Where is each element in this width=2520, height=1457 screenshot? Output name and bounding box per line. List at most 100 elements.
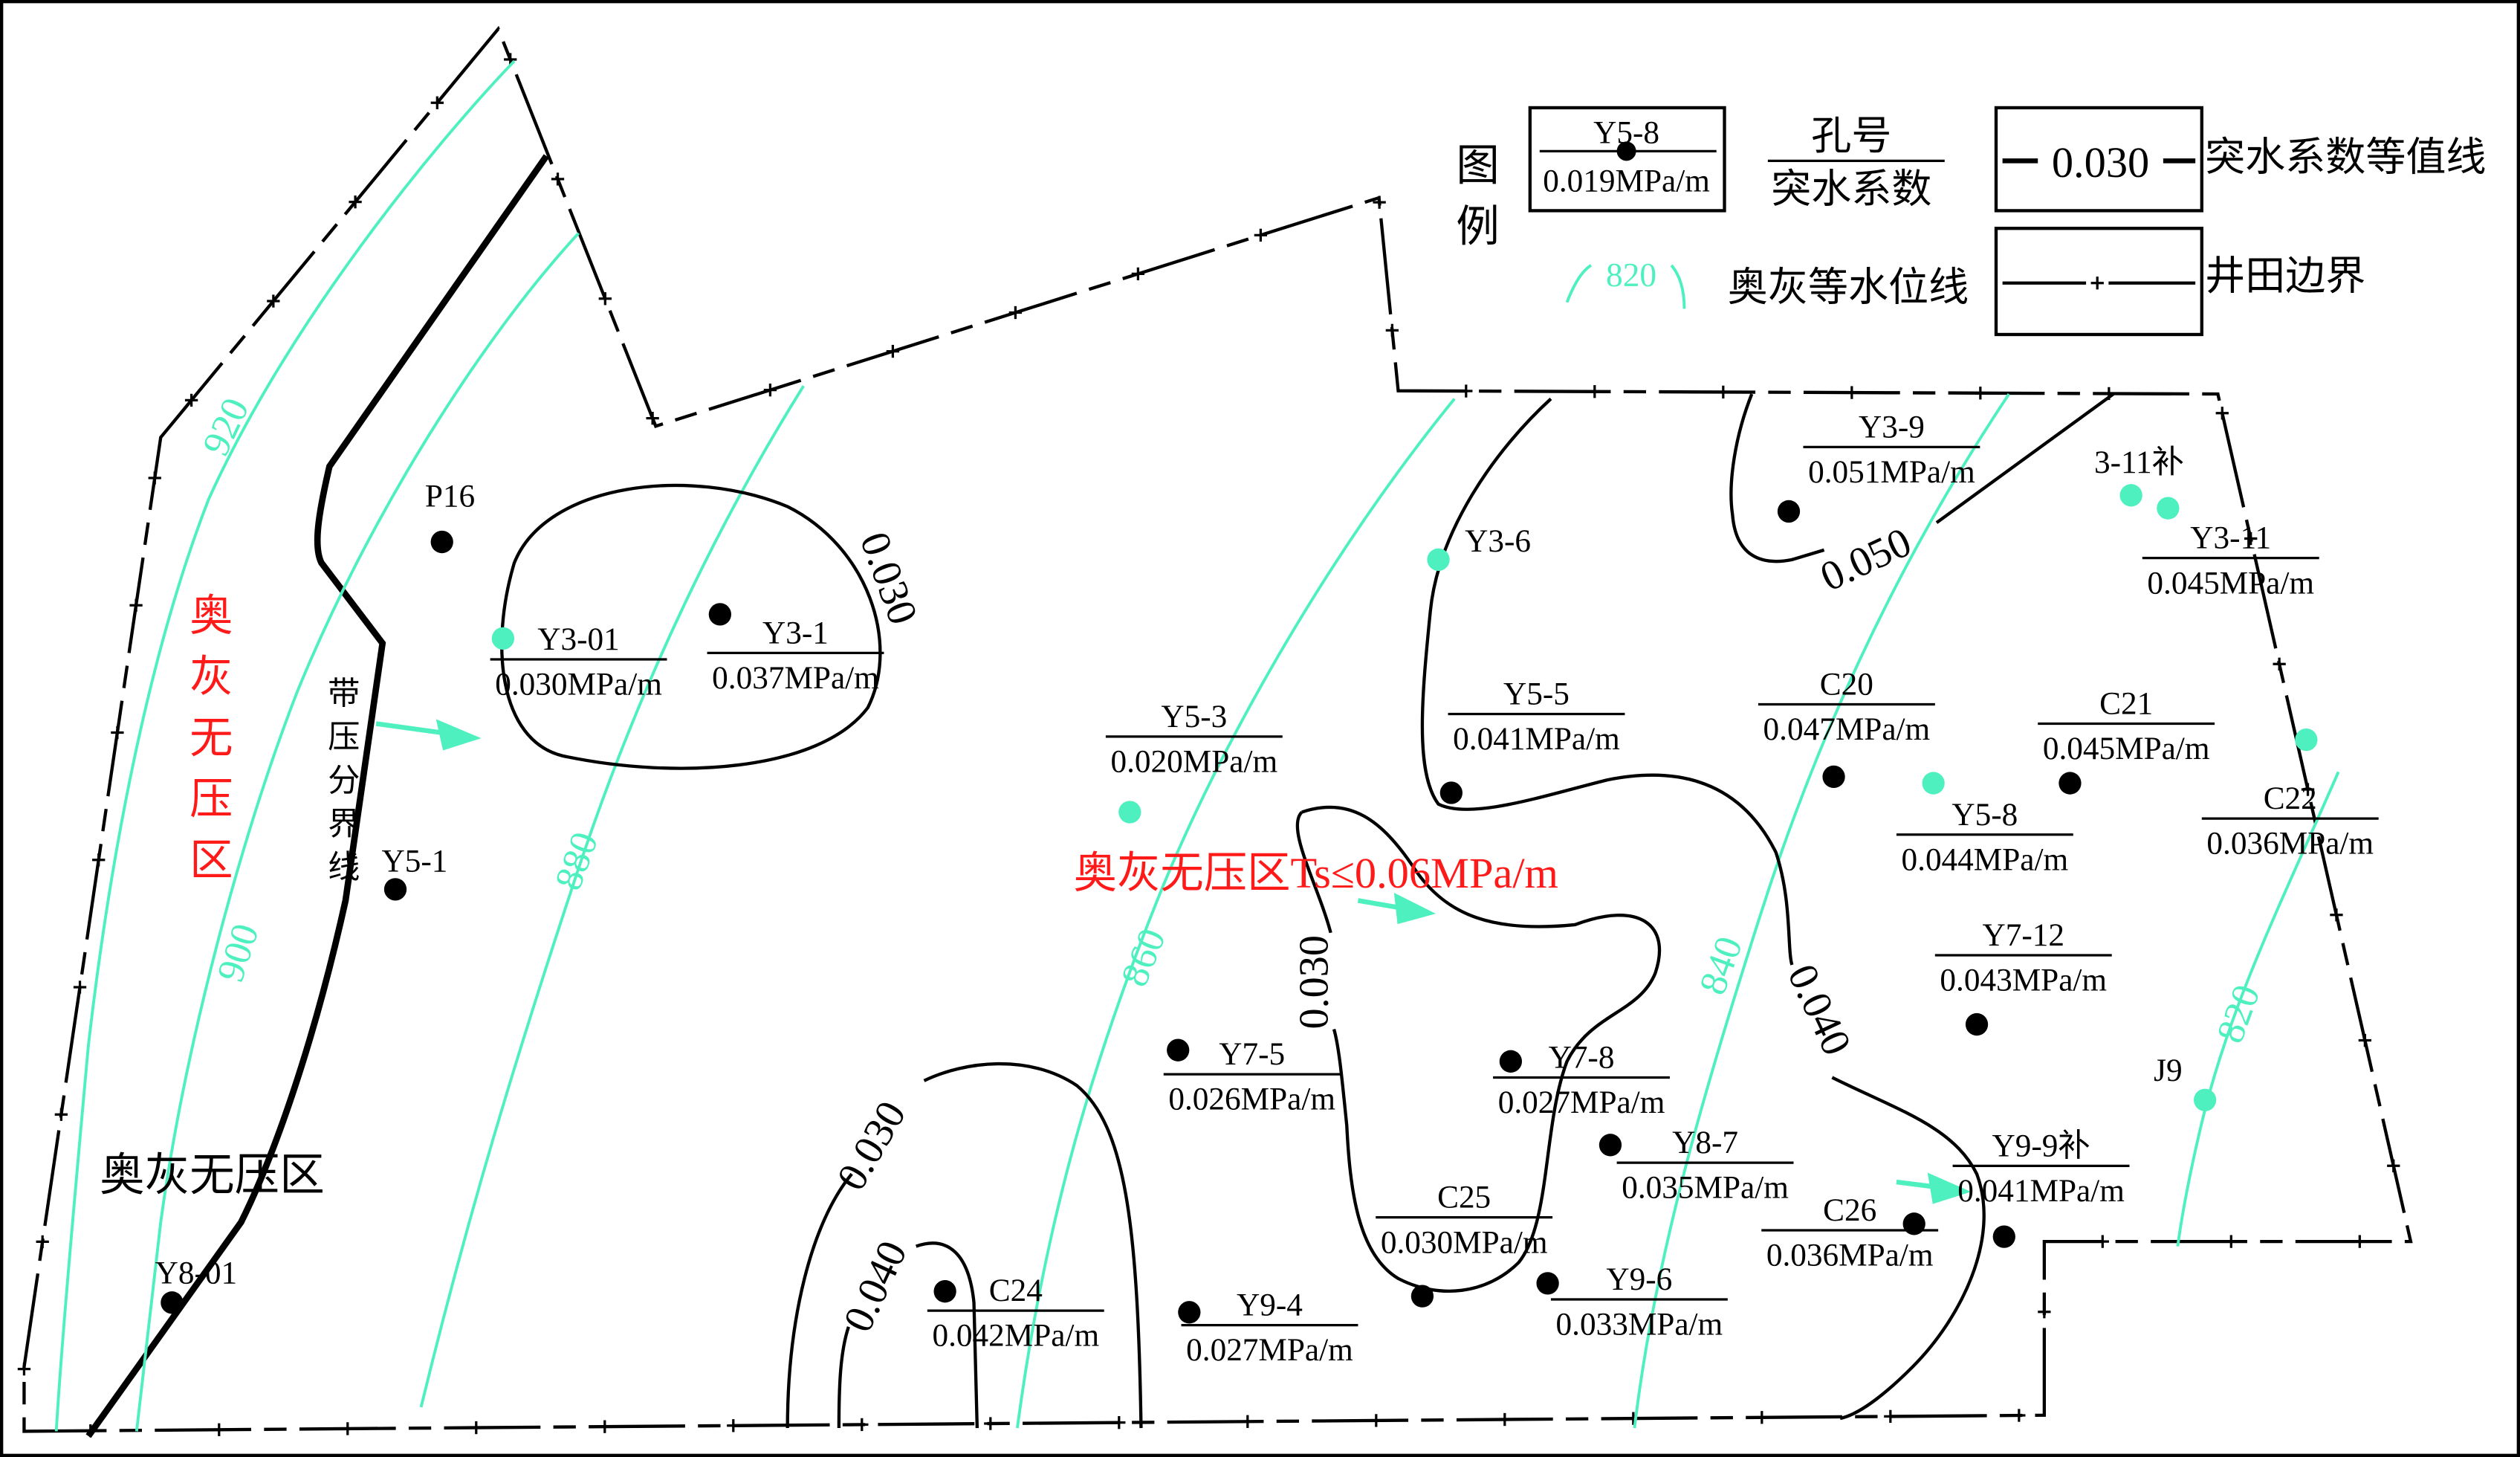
boundary-tick	[2358, 1033, 2372, 1047]
well-Y3-1[interactable]: Y3-10.037MPa/m	[707, 603, 884, 696]
boundary-tick	[213, 1423, 226, 1436]
well-coefficient: 0.033MPa/m	[1556, 1307, 1723, 1343]
well-coefficient: 0.036MPa/m	[2206, 826, 2374, 862]
boundary-tick	[1112, 1416, 1126, 1429]
legend-well-caption: 孔号	[1811, 114, 1891, 158]
char: 分	[328, 763, 360, 798]
boundary-tick-marks	[17, 53, 2400, 1438]
well-dot-icon	[1118, 801, 1141, 824]
legend-title: 图	[1456, 141, 1499, 190]
boundary-tick	[551, 172, 565, 186]
legend-water-level-sample: 820	[1606, 256, 1656, 294]
well-Y8-01[interactable]: Y8-01	[155, 1255, 237, 1314]
boundary-tick	[886, 344, 900, 358]
well-Y9-9补[interactable]: Y9-9补0.041MPa/m	[1952, 1128, 2130, 1248]
well-name: 3-11补	[2094, 445, 2184, 480]
well-dot-icon	[1902, 1212, 1925, 1235]
coefficient-label: 0.030	[1291, 935, 1337, 1030]
well-Y3-11[interactable]: Y3-110.045MPa/m	[2142, 497, 2319, 601]
boundary-tick	[855, 1418, 869, 1432]
char: 区	[190, 836, 233, 885]
well-Y3-6[interactable]: Y3-6	[1427, 523, 1531, 571]
well-coefficient: 0.036MPa/m	[1766, 1238, 1934, 1273]
legend-water-level-caption: 奥灰等水位线	[1728, 265, 1969, 310]
well-Y5-5[interactable]: Y5-50.041MPa/m	[1439, 676, 1625, 804]
boundary-tick	[129, 598, 143, 612]
boundary-tick	[73, 981, 87, 994]
boundary-tick	[1373, 196, 1386, 209]
well-dot-icon	[1410, 1285, 1434, 1308]
well-C22[interactable]: C22 0.036MPa/m	[2201, 728, 2379, 862]
well-Y8-7[interactable]: Y8-70.035MPa/m	[1599, 1125, 1794, 1206]
well-3-11补[interactable]: 3-11补	[2094, 445, 2184, 507]
well-coefficient: 0.037MPa/m	[712, 660, 879, 696]
well-Y9-6[interactable]: Y9-6 0.033MPa/m	[1536, 1261, 1728, 1343]
boundary-tick	[1588, 385, 1601, 398]
well-dot-icon	[2157, 497, 2180, 520]
well-coefficient: 0.020MPa/m	[1111, 743, 1278, 779]
well-dot-icon	[2193, 1088, 2217, 1111]
well-dot-icon	[2295, 728, 2318, 752]
well-Y5-8[interactable]: Y5-80.044MPa/m	[1896, 772, 2073, 877]
boundary-tick	[646, 411, 659, 425]
boundary-tick	[984, 1417, 997, 1430]
coefficient-contour-0040-b	[837, 1241, 979, 1429]
well-C26[interactable]: C26 0.036MPa/m	[1761, 1192, 1939, 1273]
char: 压	[328, 720, 360, 755]
well-Y9-4[interactable]: Y9-40.027MPa/m	[1178, 1288, 1358, 1369]
well-name: C22	[2264, 781, 2317, 816]
well-Y5-1[interactable]: Y5-1	[382, 844, 448, 901]
well-Y3-01[interactable]: Y3-010.030MPa/m	[490, 621, 667, 702]
well-coefficient: 0.051MPa/m	[1808, 454, 1975, 490]
well-name: Y7-12	[1982, 917, 2064, 953]
boundary-tick	[1974, 387, 1987, 400]
well-dot-icon	[2119, 484, 2142, 507]
well-coefficient: 0.035MPa/m	[1622, 1170, 1789, 1206]
boundary-tick	[1845, 386, 1859, 399]
well-dot-icon	[1616, 141, 1636, 161]
water-level-contour-920	[54, 59, 516, 1432]
well-dot-icon	[383, 878, 407, 901]
well-name: C26	[1823, 1192, 1876, 1228]
well-Y5-3[interactable]: Y5-30.020MPa/m	[1105, 699, 1283, 824]
well-dot-icon	[1499, 1050, 1523, 1073]
well-dot-icon	[161, 1291, 184, 1314]
boundary-tick	[1755, 1411, 1769, 1424]
well-dot-icon	[1167, 1038, 1190, 1062]
legend-contour-box	[1994, 106, 2203, 213]
well-P16[interactable]: P16	[425, 478, 475, 554]
boundary-tick	[54, 1108, 68, 1121]
boundary-tick	[2387, 1159, 2400, 1172]
well-Y7-12[interactable]: Y7-12 0.043MPa/m	[1934, 917, 2112, 1036]
water-level-contour-840	[1633, 392, 2010, 1429]
well-dot-icon	[708, 603, 731, 626]
char: 无	[190, 714, 233, 762]
well-name: Y9-6	[1606, 1261, 1672, 1297]
coefficient-contour-0030-a	[500, 483, 882, 770]
boundary-tick	[727, 1419, 740, 1432]
boundary-tick	[2096, 1235, 2109, 1248]
well-name: C24	[989, 1273, 1043, 1308]
no-pressure-threshold-note: 奥灰无压区Ts≤0.06MPa/m	[1074, 849, 1558, 897]
well-name: Y5-5	[1503, 676, 1570, 712]
well-J9[interactable]: J9	[2154, 1053, 2217, 1111]
boundary-tick	[111, 726, 124, 740]
well-dot-icon	[430, 530, 453, 554]
char: 灰	[190, 653, 233, 701]
well-name: Y3-6	[1465, 523, 1531, 559]
well-Y7-8[interactable]: Y7-80.027MPa/m	[1493, 1039, 1670, 1120]
boundary-tick	[148, 471, 161, 485]
legend-well-caption: 突水系数	[1771, 167, 1931, 212]
well-coefficient: 0.043MPa/m	[1940, 963, 2107, 998]
plus-icon	[2090, 277, 2104, 290]
well-name: Y3-01	[537, 621, 619, 657]
well-Y7-5[interactable]: Y7-50.026MPa/m	[1163, 1036, 1341, 1117]
legend-water-level-line	[1565, 264, 1686, 309]
legend-boundary-box	[1994, 227, 2203, 337]
char: 奥	[190, 592, 233, 640]
well-Y3-9[interactable]: Y3-90.051MPa/m	[1777, 409, 1980, 523]
